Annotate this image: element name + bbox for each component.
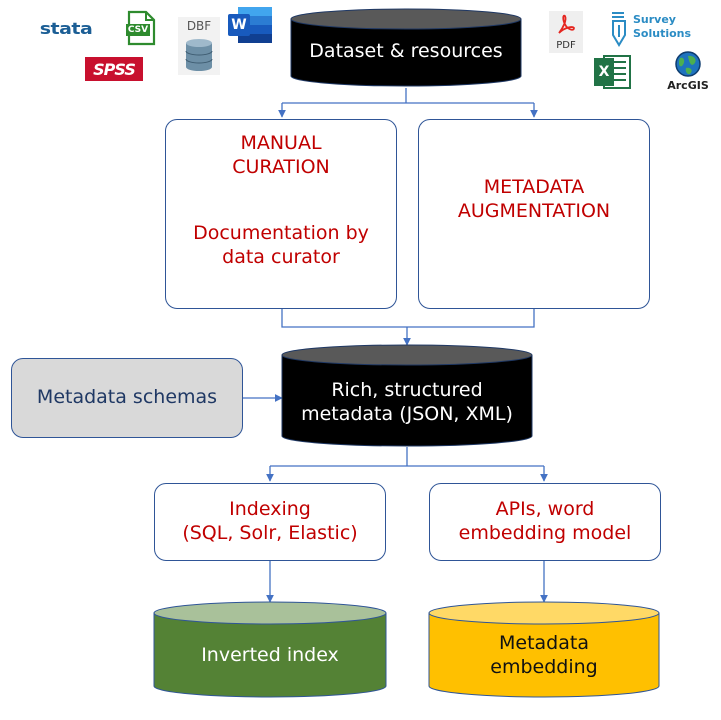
metadata-schemas-text: Metadata schemas	[36, 386, 218, 409]
indexing-line-1: Indexing	[229, 498, 311, 521]
manual-curation-title-1: MANUAL	[240, 132, 322, 155]
spss-icon: SPSS	[85, 57, 143, 81]
manual-curation-title-2: CURATION	[232, 156, 330, 178]
metadata-augmentation-box	[418, 119, 650, 309]
metadata-embedding-line-2: embedding	[490, 656, 598, 678]
rich-metadata-line-1: Rich, structured	[331, 379, 483, 402]
inverted-index-text: Inverted index	[201, 644, 339, 667]
apis-label: APIs, word embedding model	[429, 483, 661, 561]
dataset-cylinder	[290, 8, 522, 87]
inverted-index-cylinder	[153, 601, 387, 698]
metadata-schemas-box	[11, 358, 243, 438]
manual-curation-box	[165, 119, 397, 309]
rich-metadata-cylinder	[281, 344, 533, 447]
dbf-icon: DBF	[178, 17, 220, 75]
csv-icon: CSV	[124, 10, 158, 46]
excel-icon: X	[592, 54, 632, 90]
manual-curation-label: MANUAL CURATION	[165, 124, 397, 188]
connector-metadata-split	[270, 447, 544, 467]
arcgis-icon: ArcGIS	[664, 50, 712, 94]
indexing-line-2: (SQL, Solr, Elastic)	[182, 522, 358, 544]
survey-solutions-icon: Survey Solutions	[608, 11, 691, 49]
word-icon: W	[226, 5, 274, 45]
metadata-augmentation-line-2: AUGMENTATION	[457, 200, 611, 222]
metadata-schemas-label: Metadata schemas	[11, 358, 243, 438]
manual-curation-desc: Documentation by data curator	[165, 214, 397, 278]
stata-icon: STATA	[39, 19, 93, 39]
apis-box	[429, 483, 661, 561]
connector-dataset-split	[282, 88, 534, 104]
indexing-box	[154, 483, 386, 561]
inverted-index-label: Inverted index	[154, 630, 386, 682]
rich-metadata-label: Rich, structured metadata (JSON, XML)	[282, 372, 532, 434]
metadata-augmentation-line-1: METADATA	[483, 176, 585, 199]
dataset-label-text: Dataset & resources	[309, 40, 503, 63]
metadata-augmentation-label: METADATA AUGMENTATION	[418, 168, 650, 232]
connectors	[242, 88, 548, 603]
metadata-embedding-cylinder	[428, 601, 660, 698]
manual-curation-desc-2: data curator	[222, 246, 340, 268]
indexing-label: Indexing (SQL, Solr, Elastic)	[154, 483, 386, 561]
metadata-embedding-label: Metadata embedding	[429, 624, 659, 688]
dataset-label: Dataset & resources	[291, 32, 521, 72]
apis-line-2: embedding model	[458, 522, 632, 544]
metadata-embedding-line-1: Metadata	[499, 632, 589, 655]
manual-curation-desc-1: Documentation by	[193, 222, 369, 245]
apis-line-1: APIs, word	[495, 498, 595, 521]
connector-merge	[281, 309, 535, 328]
rich-metadata-line-2: metadata (JSON, XML)	[301, 403, 513, 425]
pdf-icon: PDF	[549, 11, 583, 53]
